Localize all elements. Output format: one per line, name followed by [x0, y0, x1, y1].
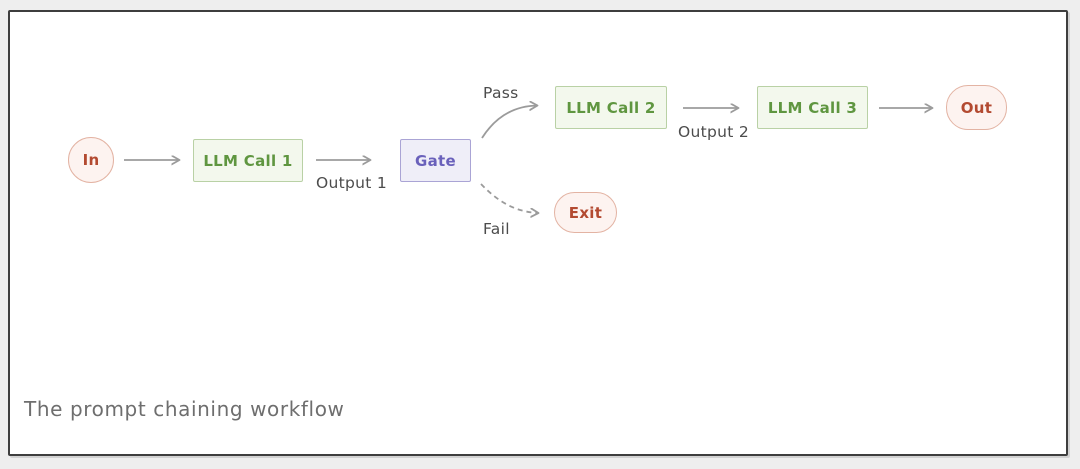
edge-label-pass: Pass	[483, 84, 519, 102]
node-out: Out	[946, 85, 1007, 130]
edge-label-output-1: Output 1	[316, 174, 388, 192]
node-gate: Gate	[400, 139, 471, 182]
edge-label-fail: Fail	[483, 220, 510, 238]
node-exit: Exit	[554, 192, 617, 233]
node-in: In	[68, 137, 114, 183]
diagram-caption: The prompt chaining workflow	[24, 397, 345, 421]
node-llm-call-3: LLM Call 3	[757, 86, 868, 129]
arrow-gate-fail-to-exit	[480, 183, 538, 213]
arrow-gate-pass-to-llm2	[481, 106, 537, 139]
connector-layer	[124, 12, 1066, 454]
node-llm-call-1: LLM Call 1	[193, 139, 303, 182]
diagram-frame: In LLM Call 1 Gate LLM Call 2 LLM Call 3…	[8, 10, 1068, 456]
diagram-canvas: In LLM Call 1 Gate LLM Call 2 LLM Call 3…	[10, 12, 1066, 454]
node-llm-call-2: LLM Call 2	[555, 86, 667, 129]
edge-label-output-2: Output 2	[678, 123, 750, 141]
